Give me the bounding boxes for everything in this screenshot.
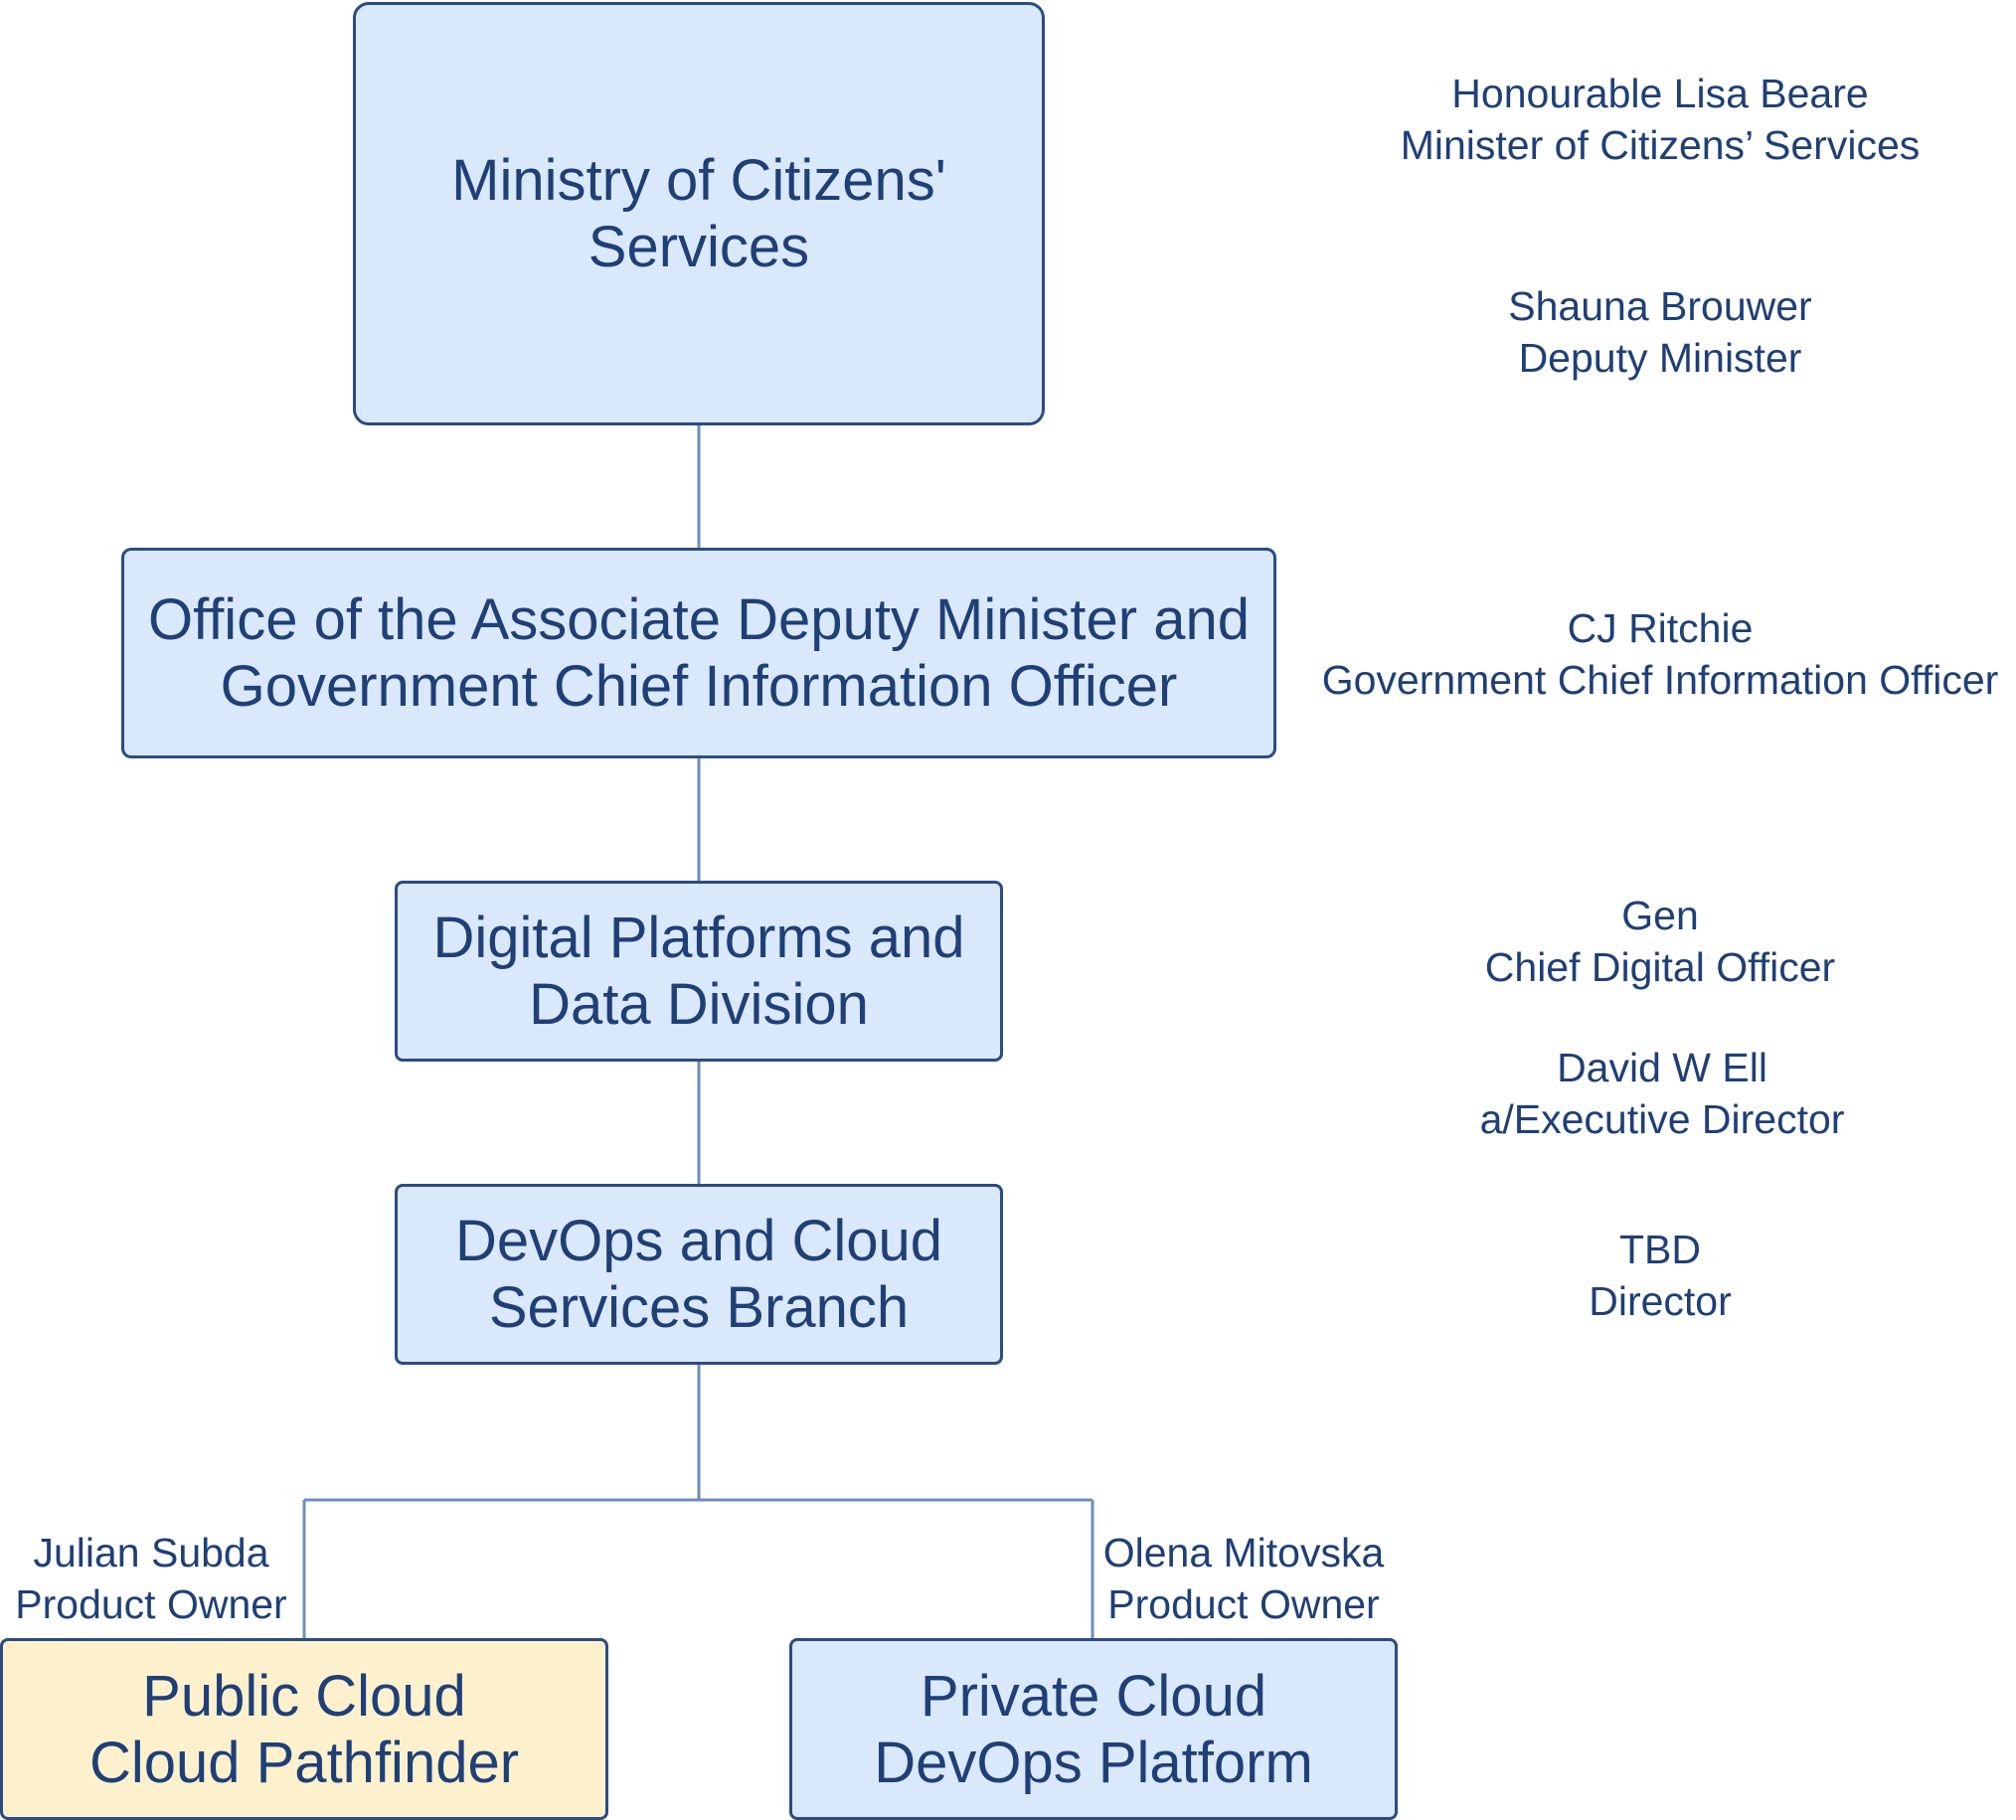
ministry-label-line-1: Ministry of Citizens'	[451, 148, 946, 213]
public-cloud-label-line-2: Cloud Pathfinder	[88, 1730, 520, 1795]
minister-title: Minister of Citizens’ Services	[1400, 122, 1921, 168]
private-owner-name: Olena Mitovska	[1102, 1530, 1385, 1575]
private-cloud-box: Private Cloud DevOps Platform	[789, 1638, 1398, 1820]
director-name: TBD	[1619, 1227, 1701, 1272]
division-label-line-2: Data Division	[529, 972, 869, 1037]
public-owner-name: Julian Subda	[33, 1530, 269, 1575]
public-owner-note: Julian Subda Product Owner	[2, 1527, 300, 1630]
deputy-minister-title: Deputy Minister	[1518, 335, 1802, 381]
private-cloud-label-line-2: DevOps Platform	[874, 1730, 1313, 1795]
branch-label-line-1: DevOps and Cloud	[454, 1209, 943, 1273]
public-cloud-label-line-1: Public Cloud	[142, 1663, 466, 1729]
branch-label-line-2: Services Branch	[488, 1275, 910, 1340]
public-owner-title: Product Owner	[15, 1581, 287, 1627]
office-box: Office of the Associate Deputy Minister …	[121, 548, 1276, 758]
private-owner-title: Product Owner	[1107, 1581, 1380, 1627]
office-label-line-1: Office of the Associate Deputy Minister …	[148, 587, 1250, 652]
exec-director-name: David W Ell	[1557, 1045, 1767, 1090]
director-title: Director	[1589, 1278, 1732, 1324]
division-box: Digital Platforms and Data Division	[395, 881, 1003, 1062]
deputy-minister-note: Shauna Brouwer Deputy Minister	[1362, 280, 1958, 384]
office-label-line-2: Government Chief Information Officer	[220, 654, 1178, 719]
cdo-note: Gen Chief Digital Officer	[1362, 890, 1958, 993]
gcio-title: Government Chief Information Officer	[1321, 657, 1999, 703]
public-cloud-box: Public Cloud Cloud Pathfinder	[0, 1638, 608, 1820]
cdo-title: Chief Digital Officer	[1484, 944, 1836, 990]
exec-director-title: a/Executive Director	[1479, 1096, 1845, 1142]
exec-director-note: David W Ell a/Executive Director	[1364, 1042, 1960, 1145]
ministry-box: Ministry of Citizens' Services	[353, 2, 1045, 425]
gcio-name: CJ Ritchie	[1567, 605, 1754, 651]
branch-box: DevOps and Cloud Services Branch	[395, 1184, 1003, 1365]
division-label-line-1: Digital Platforms and	[432, 906, 965, 970]
cdo-name: Gen	[1621, 893, 1699, 938]
gcio-note: CJ Ritchie Government Chief Information …	[1297, 602, 2016, 706]
private-owner-note: Olena Mitovska Product Owner	[1090, 1527, 1398, 1630]
director-note: TBD Director	[1362, 1224, 1958, 1327]
ministry-label-line-2: Services	[588, 215, 810, 279]
minister-note: Honourable Lisa Beare Minister of Citize…	[1362, 68, 1958, 171]
minister-name: Honourable Lisa Beare	[1451, 71, 1869, 116]
deputy-minister-name: Shauna Brouwer	[1508, 283, 1812, 329]
private-cloud-label-line-1: Private Cloud	[920, 1663, 1267, 1729]
